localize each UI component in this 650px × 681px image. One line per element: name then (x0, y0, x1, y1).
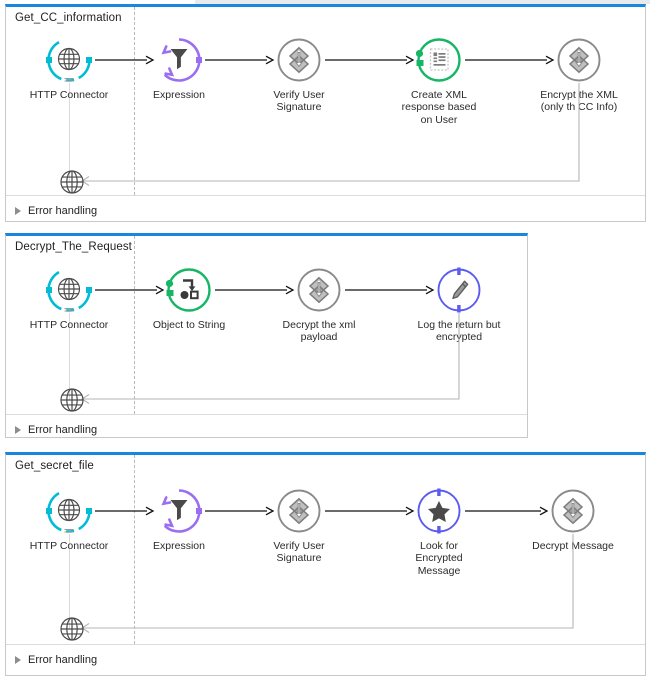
globe-icon[interactable] (58, 168, 86, 196)
error-handling-label: Error handling (28, 424, 98, 436)
source-guide-line (69, 83, 70, 182)
flow-panel-get-cc-information[interactable]: Get_CC_information HTTP Connector Expres… (5, 4, 646, 222)
flow-arrow (215, 285, 295, 295)
flow-arrow (95, 285, 165, 295)
flow-node-label: Look for Encrypted Message (415, 540, 463, 577)
transform-diamond-icon[interactable] (276, 488, 322, 534)
http-connector-globe-icon[interactable] (46, 37, 92, 83)
flow-node[interactable]: Object to String (143, 267, 235, 331)
globe-icon[interactable] (58, 386, 86, 414)
flow-title: Decrypt_The_Request (15, 241, 132, 253)
flow-panel-decrypt-the-request[interactable]: Decrypt_The_Request HTTP Connector Objec… (5, 233, 528, 438)
top-cutoff-strip (195, 0, 650, 4)
document-list-icon[interactable] (416, 37, 462, 83)
flow-arrow (205, 55, 275, 65)
flow-arrow (95, 55, 155, 65)
flow-node[interactable]: Encrypt the XML (only th CC Info) (533, 37, 625, 114)
flow-node-label: Expression (153, 89, 205, 101)
flow-node-label: Encrypt the XML (only th CC Info) (540, 89, 618, 114)
flow-node-label: Decrypt the xml payload (282, 319, 356, 344)
funnel-filter-icon[interactable] (156, 37, 202, 83)
flow-title: Get_secret_file (15, 460, 94, 472)
error-handling-toggle[interactable]: Error handling (15, 201, 97, 221)
flow-node-label: Expression (153, 540, 205, 552)
flow-node[interactable]: Expression (133, 37, 225, 101)
flow-node[interactable]: Decrypt Message (527, 488, 619, 552)
source-guide-line (69, 534, 70, 629)
flow-node-label: Log the return but encrypted (417, 319, 501, 344)
flow-arrow (95, 506, 155, 516)
flow-node[interactable]: HTTP Connector (23, 488, 115, 552)
transform-diamond-icon[interactable] (276, 37, 322, 83)
disclosure-triangle-right-icon[interactable] (15, 656, 21, 664)
flow-arrow (465, 55, 555, 65)
source-process-divider (134, 236, 135, 414)
flow-node[interactable]: Create XML response based on User (393, 37, 485, 126)
flow-node[interactable]: Verify User Signature (253, 488, 345, 565)
error-handling-bar[interactable] (6, 195, 645, 220)
flow-arrow (325, 506, 415, 516)
http-connector-globe-icon[interactable] (46, 267, 92, 313)
pencil-logger-icon[interactable] (436, 267, 482, 313)
flow-node[interactable]: Expression (133, 488, 225, 552)
object-transform-icon[interactable] (166, 267, 212, 313)
flow-node[interactable]: Log the return but encrypted (413, 267, 505, 344)
flow-node[interactable]: Look for Encrypted Message (393, 488, 485, 577)
error-handling-toggle[interactable]: Error handling (15, 650, 97, 670)
source-guide-line (69, 313, 70, 400)
flow-panel-get-secret-file[interactable]: Get_secret_file HTTP Connector Expressio… (5, 452, 646, 676)
flow-node-label: Create XML response based on User (401, 89, 477, 126)
flow-node-label: Object to String (152, 319, 226, 331)
transform-diamond-icon[interactable] (296, 267, 342, 313)
error-handling-bar[interactable] (6, 414, 527, 439)
http-connector-globe-icon[interactable] (46, 488, 92, 534)
disclosure-triangle-right-icon[interactable] (15, 207, 21, 215)
flow-node-label: HTTP Connector (29, 89, 109, 101)
disclosure-triangle-right-icon[interactable] (15, 426, 21, 434)
flow-arrow (205, 506, 275, 516)
flow-node-label: Verify User Signature (273, 89, 325, 114)
flow-node-label: HTTP Connector (29, 319, 109, 331)
error-handling-label: Error handling (28, 205, 98, 217)
flow-arrow (325, 55, 415, 65)
funnel-filter-icon[interactable] (156, 488, 202, 534)
flow-node-label: HTTP Connector (29, 540, 109, 552)
error-handling-bar[interactable] (6, 644, 645, 669)
flow-title: Get_CC_information (15, 12, 122, 24)
flow-node[interactable]: HTTP Connector (23, 37, 115, 101)
flow-node[interactable]: HTTP Connector (23, 267, 115, 331)
error-handling-toggle[interactable]: Error handling (15, 420, 97, 440)
flow-node[interactable]: Verify User Signature (253, 37, 345, 114)
flow-node-label: Verify User Signature (273, 540, 325, 565)
flow-node-label: Decrypt Message (532, 540, 614, 552)
transform-diamond-icon[interactable] (556, 37, 602, 83)
transform-diamond-icon[interactable] (550, 488, 596, 534)
flow-arrow (465, 506, 549, 516)
flow-arrow (345, 285, 435, 295)
error-handling-label: Error handling (28, 654, 98, 666)
flow-node[interactable]: Decrypt the xml payload (273, 267, 365, 344)
globe-icon[interactable] (58, 615, 86, 643)
star-icon[interactable] (416, 488, 462, 534)
